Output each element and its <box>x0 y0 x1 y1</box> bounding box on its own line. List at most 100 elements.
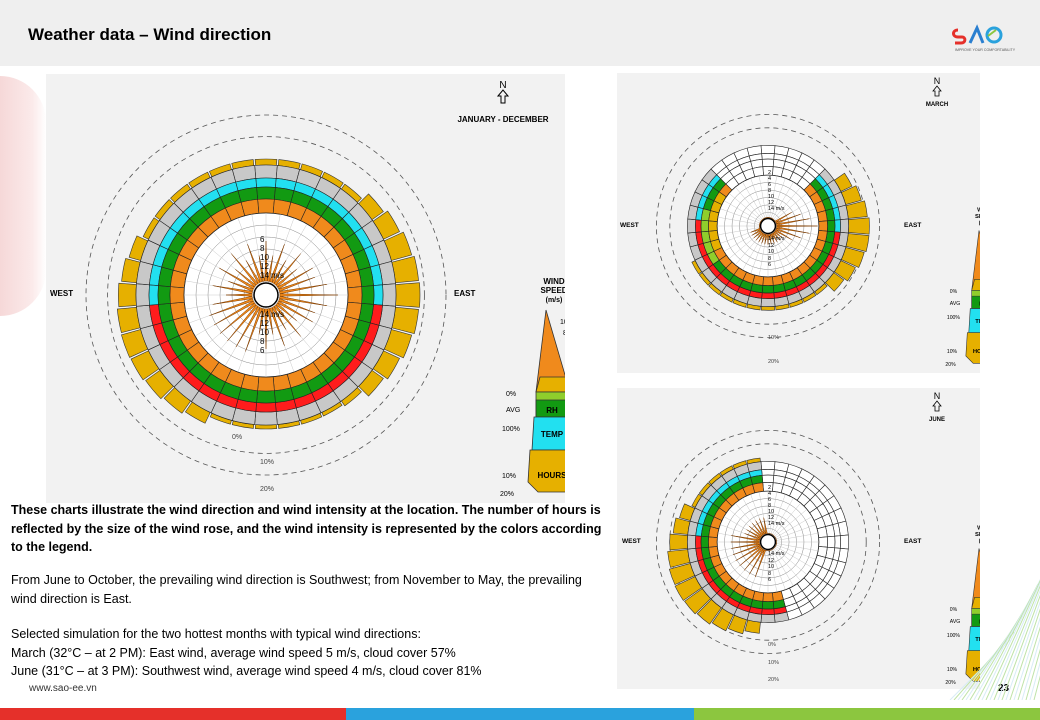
hours-bar <box>118 282 137 308</box>
pct-label: 0% <box>232 434 242 441</box>
deco-line <box>997 589 1040 700</box>
speed-tick: 6 <box>260 235 265 244</box>
period-label: MARCH <box>926 102 948 108</box>
pct-label: 0% <box>768 642 776 648</box>
speed-spoke <box>769 175 778 219</box>
speed-ticks-upper: 6 8 10 12 14 m/s <box>260 235 284 280</box>
speed-tick: 2 <box>768 485 771 491</box>
legend-rh-avg: AVG <box>950 301 960 307</box>
footer-url[interactable]: www.sao-ee.vn <box>29 683 97 694</box>
pct-label: 10% <box>768 660 779 666</box>
speed-tick: 10 <box>768 509 774 515</box>
percent-ring <box>656 430 880 654</box>
pct-label: 20% <box>768 677 779 683</box>
speed-spoke <box>774 524 816 540</box>
wind-rose-march: N MARCH WEST EAST 2 4 6 8 10 12 14 m/s 1… <box>617 73 1020 373</box>
footer-stripe-blue <box>346 708 694 720</box>
legend-rh-label: RH <box>546 406 558 415</box>
speed-spoke <box>758 175 767 219</box>
speed-spoke <box>742 181 765 220</box>
wind-cell <box>347 286 363 304</box>
temp-cell <box>695 535 702 549</box>
east-label: EAST <box>904 222 921 229</box>
speed-spoke <box>773 193 808 222</box>
speed-tick: 10 <box>768 249 774 255</box>
speed-tick: 6 <box>768 497 771 503</box>
legend-hours-10: 10% <box>502 473 516 480</box>
speed-tick: 14 m/s <box>768 551 785 557</box>
speed-spoke <box>771 548 794 587</box>
speed-spoke <box>750 178 766 220</box>
period-label: JANUARY - DECEMBER <box>457 115 548 124</box>
temp-max-cell <box>135 283 150 307</box>
speed-tick: 8 <box>768 571 771 577</box>
hours-bar <box>760 306 776 311</box>
north-label: N <box>499 80 506 91</box>
wind-cell <box>257 376 275 392</box>
legend-rh-avg: AVG <box>506 407 520 414</box>
north-label: N <box>934 391 941 401</box>
temp-max-cell <box>760 145 776 155</box>
speed-spoke <box>770 548 786 590</box>
speed-tick: 14 m/s <box>768 521 785 527</box>
temp-max-cell <box>760 613 776 623</box>
speed-tick: 4 <box>768 176 771 182</box>
footer-stripe-red <box>0 708 346 720</box>
legend-rh-bottom: 100% <box>502 426 520 433</box>
speed-spoke <box>758 549 767 593</box>
speed-spoke <box>728 193 763 222</box>
speed-star <box>209 240 339 352</box>
wind-rose-june-svg: N JUNE WEST EAST 2 4 6 8 10 12 14 m/s 14… <box>622 391 1020 686</box>
speed-star <box>730 517 777 578</box>
speed-tick: 12 <box>768 200 774 206</box>
north-arrow: N <box>496 80 510 104</box>
decorative-swoosh-left <box>0 76 46 316</box>
rh-cell <box>761 284 775 294</box>
speed-spoke <box>723 200 762 223</box>
wind-rose-june-rings <box>656 430 880 654</box>
decorative-lines-right <box>949 578 1040 700</box>
legend-temp-label: TEMP <box>975 319 980 325</box>
speed-tick: 6 <box>260 346 265 355</box>
calm-circle <box>759 217 777 235</box>
speed-tick: 2 <box>768 170 771 176</box>
temp-max-cell <box>382 283 397 307</box>
legend-title: (m/s) <box>546 297 563 304</box>
legend-hours-10: 10% <box>947 349 958 355</box>
speed-spoke <box>720 208 762 224</box>
speed-spoke <box>717 216 761 225</box>
legend-temp-label: TEMP <box>541 430 564 439</box>
speed-ticks-lower: 14 m/s 12 10 8 6 <box>768 551 785 583</box>
speed-spoke <box>775 543 819 552</box>
simulation-march: March (32°C – at 2 PM): East wind, avera… <box>11 645 456 660</box>
temp-cell <box>695 219 702 233</box>
temp-max-cell <box>254 164 278 179</box>
speed-spoke <box>774 516 813 539</box>
speed-spoke <box>773 546 808 575</box>
west-label: WEST <box>622 538 641 545</box>
wind-rose-annual-svg: N JANUARY - DECEMBER WEST EAST 6 8 10 12… <box>50 80 602 498</box>
legend-scale-tick: 10 <box>560 319 565 326</box>
temp-cell <box>255 402 277 413</box>
hours-bar <box>391 306 419 334</box>
temp-cell <box>373 284 384 306</box>
speed-tick: 12 <box>768 243 774 249</box>
deco-line <box>993 585 1040 700</box>
speed-tick: 8 <box>768 188 771 194</box>
speed-spoke <box>735 186 764 221</box>
deco-line <box>1009 608 1040 700</box>
north-arrow-icon <box>932 85 942 97</box>
west-label: WEST <box>50 289 73 298</box>
legend-hours-20: 20% <box>945 362 956 368</box>
speed-spoke <box>775 532 819 541</box>
period-label: JUNE <box>929 417 945 423</box>
speed-tick: 14 m/s <box>768 206 785 212</box>
legend-rh-avg: AVG <box>950 619 960 625</box>
speed-spoke <box>770 178 786 220</box>
wind-rose-june: N JUNE WEST EAST 2 4 6 8 10 12 14 m/s 14… <box>617 388 1020 689</box>
percent-ring <box>107 136 425 454</box>
sao-logo: IMPROVE YOUR COMFORTABILITY <box>952 24 1016 52</box>
wind-rose-march-rings <box>656 114 880 338</box>
pct-label: 20% <box>260 486 274 493</box>
deco-line <box>1001 594 1040 700</box>
